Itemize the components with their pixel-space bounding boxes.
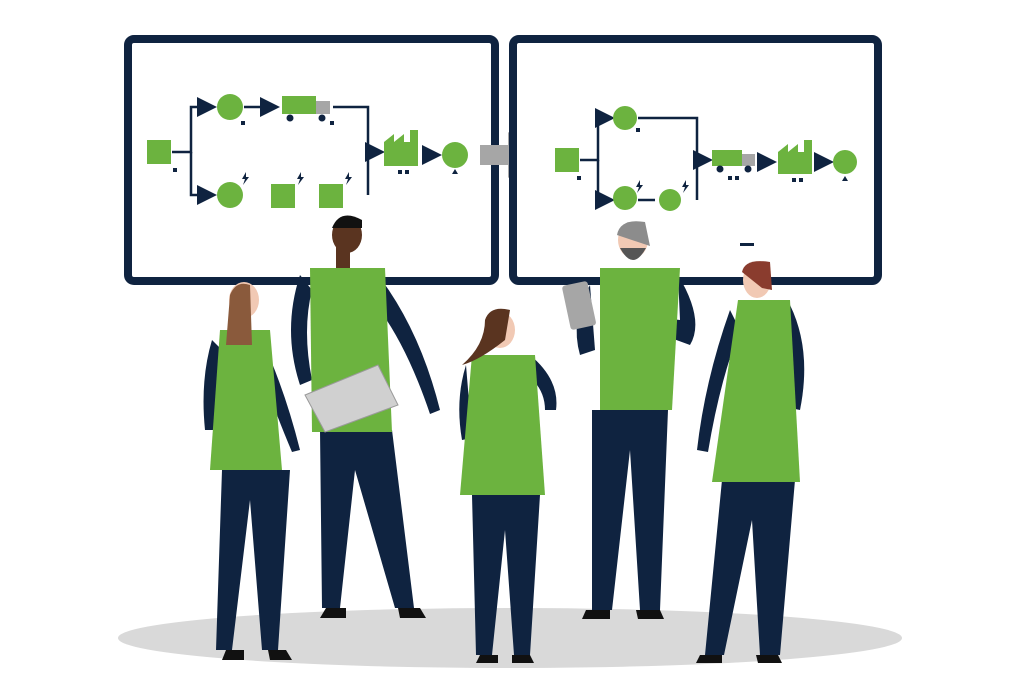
process-circle-icon [442,142,468,168]
process-square-icon [319,184,343,208]
lightning-icon [345,172,352,185]
lightning-icon [682,180,689,193]
truck-icon [712,150,755,173]
person-man-tall [291,215,440,618]
truck-icon [282,96,330,122]
factory-icon [384,130,418,166]
board-current-process [124,35,499,285]
process-circle-icon [659,189,681,211]
person-woman-center [459,308,557,663]
person-woman-left [203,282,300,660]
factory-icon [778,140,812,174]
process-square-icon [271,184,295,208]
process-circle-icon [833,150,857,174]
process-circle-icon [613,186,637,210]
process-circle-icon [217,182,243,208]
process-square-icon [147,140,171,164]
lightning-icon [242,172,249,185]
process-circle-icon [217,94,243,120]
lightning-icon [636,180,643,193]
lightning-icon [297,172,304,185]
process-circle-icon [613,106,637,130]
process-square-icon [555,148,579,172]
tablet [562,281,596,330]
board-future-process [509,35,882,285]
clipboard [304,364,399,433]
person-man-bearded [562,221,696,619]
person-man-right [696,243,805,663]
